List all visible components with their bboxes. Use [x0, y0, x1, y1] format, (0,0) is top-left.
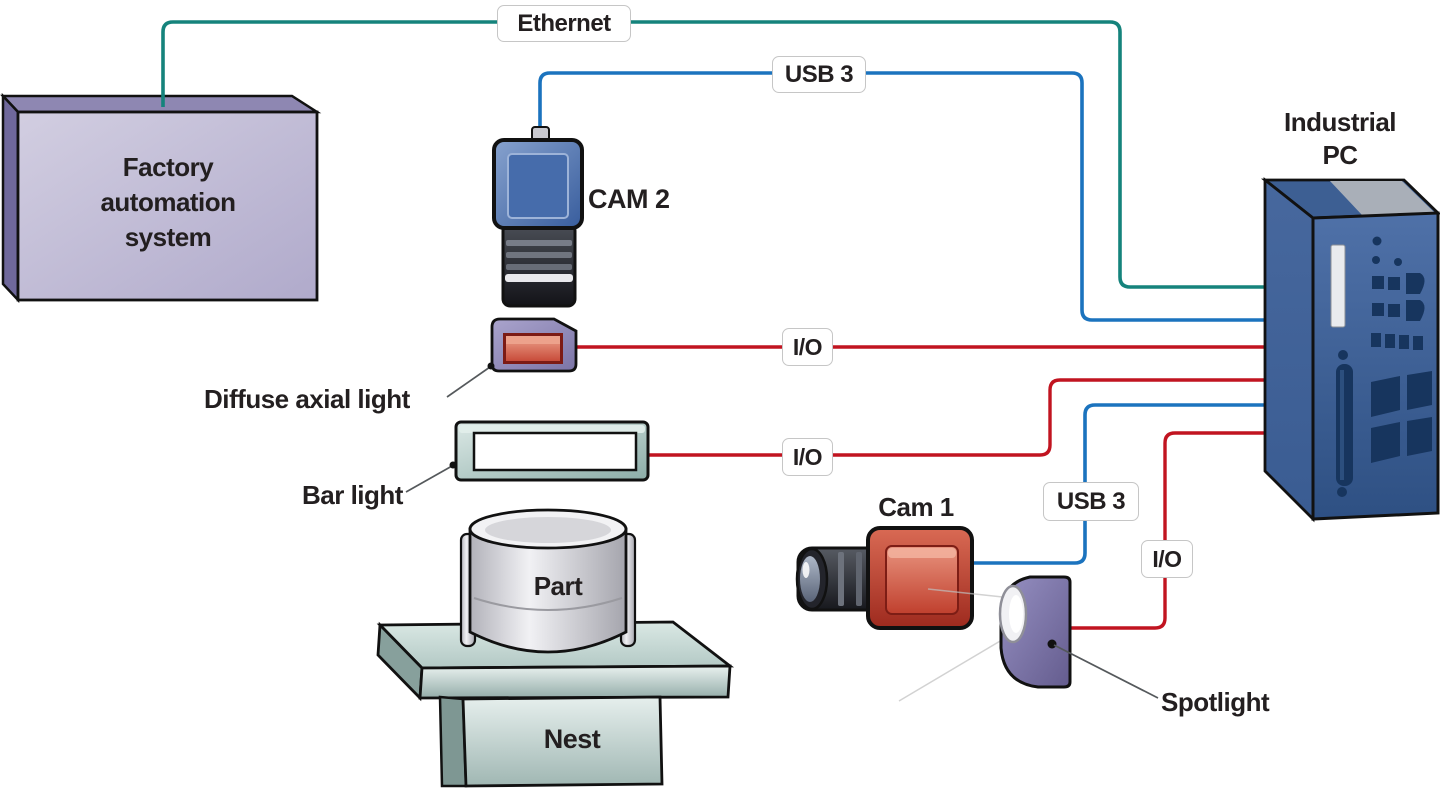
leader-lines: [405, 366, 1159, 699]
diffuse-leader-line: [446, 366, 491, 398]
industrial-pc-label: Industrial PC: [1283, 107, 1397, 170]
ethernet-cable-label: Ethernet: [497, 5, 631, 42]
cam1-camera: [795, 526, 974, 630]
nest-label: Nest: [543, 724, 601, 754]
bar-light-device: [454, 420, 650, 482]
io-diffuse-cable-label: I/O: [782, 328, 833, 366]
cables: [161, 20, 1272, 630]
bar-light-label: Bar light: [302, 480, 403, 510]
usb3-cam2-cable-label: USB 3: [772, 56, 866, 93]
spotlight-label: Spotlight: [1161, 687, 1270, 717]
pc-vent-slot: [1330, 244, 1346, 328]
spotlight-leader-line: [1053, 644, 1159, 699]
part-label: Part: [533, 571, 583, 601]
bar-leader-line: [405, 465, 453, 493]
io-spotlight-cable: [1070, 431, 1272, 630]
part-cylinder: [459, 508, 637, 654]
cam2-camera: [492, 126, 584, 308]
diffuse-axial-light-device: [490, 317, 578, 373]
leader-dots: [449, 362, 495, 469]
usb3-cam2-cable: [538, 71, 1272, 322]
io-spotlight-cable-label: I/O: [1141, 540, 1193, 578]
factory-automation-system-box: [0, 92, 322, 304]
industrial-pc-box: [1260, 177, 1440, 523]
cam1-label: Cam 1: [878, 492, 954, 522]
spotlight-device: [898, 575, 1072, 702]
diffuse-axial-light-label: Diffuse axial light: [204, 384, 410, 414]
usb3-cam1-cable-label: USB 3: [1043, 482, 1139, 521]
io-bar-cable: [644, 378, 1272, 457]
cam2-label: CAM 2: [588, 184, 670, 214]
factory-automation-system-label: Factory automation system: [100, 152, 236, 252]
ethernet-cable: [161, 20, 1272, 289]
io-bar-cable-label: I/O: [782, 438, 833, 476]
